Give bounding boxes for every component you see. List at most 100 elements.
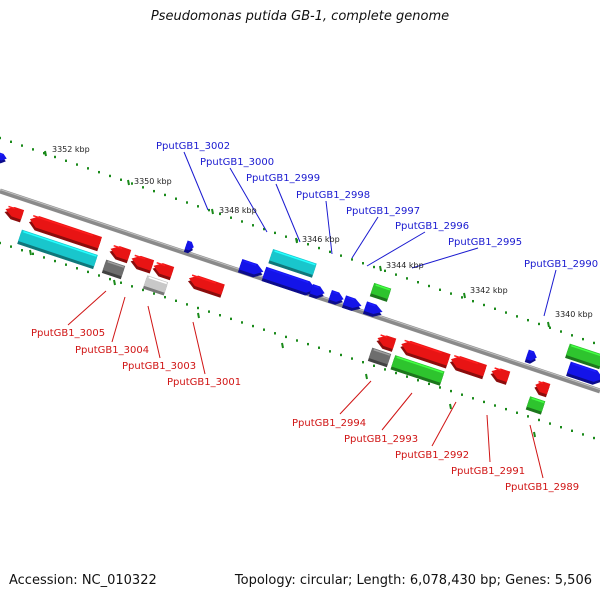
gene-highlight xyxy=(571,344,600,357)
ruler-dot xyxy=(142,186,144,189)
ruler-dot xyxy=(65,263,67,266)
ruler-dot xyxy=(120,178,122,181)
gene-label: PputGB1_2993 xyxy=(344,434,418,445)
ruler-dot xyxy=(43,151,45,155)
ruler-major-tick xyxy=(197,312,200,319)
ruler-dot xyxy=(10,245,12,248)
ruler-dot xyxy=(54,259,56,263)
ruler-dot xyxy=(362,360,364,364)
gene-body xyxy=(29,216,102,249)
gene-label: PputGB1_3000 xyxy=(200,157,274,168)
leader-line xyxy=(192,321,206,375)
ruler-major-tick xyxy=(29,249,32,256)
gene-body xyxy=(450,356,487,377)
scale-label: 3348 kbp xyxy=(219,206,257,215)
ruler-dot xyxy=(54,155,56,159)
ruler-dot xyxy=(186,201,188,204)
ruler-dot xyxy=(131,285,133,288)
ruler-dot xyxy=(263,227,265,231)
ruler-dot xyxy=(329,350,331,353)
gene-highlight xyxy=(134,254,146,260)
gene-highlight xyxy=(274,250,316,266)
ruler-dot xyxy=(549,326,551,329)
leader-line xyxy=(229,167,268,233)
gene-highlight xyxy=(347,296,355,301)
gene-feature xyxy=(0,152,7,164)
ruler-dot xyxy=(505,407,507,411)
ruler-dot xyxy=(373,364,375,367)
leader-line xyxy=(366,231,426,267)
ruler-dot xyxy=(21,249,23,252)
gene-body xyxy=(566,343,600,367)
gene-feature xyxy=(400,339,451,369)
scale-label: 3350 kbp xyxy=(134,177,172,186)
ruler-dot xyxy=(318,346,320,349)
ruler-dot xyxy=(263,328,265,331)
ruler-dot xyxy=(373,265,375,269)
gene-feature xyxy=(142,275,169,296)
ruler-dot xyxy=(406,375,408,378)
ruler-dot xyxy=(186,303,188,306)
gene-body xyxy=(0,152,7,161)
ruler-dot xyxy=(98,274,100,277)
scale-label: 3340 kbp xyxy=(555,310,593,319)
gene-feature xyxy=(376,334,397,352)
ruler-dot xyxy=(307,243,309,246)
scale-label: 3346 kbp xyxy=(302,235,340,244)
gene-body xyxy=(153,263,175,278)
ruler-dot xyxy=(527,318,529,322)
gene-body xyxy=(363,301,383,315)
ruler-dot xyxy=(428,382,430,386)
scale-label: 3342 kbp xyxy=(470,286,508,295)
gene-feature xyxy=(367,347,392,368)
gene-label: PputGB1_2997 xyxy=(346,206,420,217)
ruler-dot xyxy=(153,292,155,295)
gene-highlight xyxy=(314,285,320,289)
gene-feature xyxy=(101,259,126,280)
ruler-dot xyxy=(230,216,232,219)
gene-body xyxy=(328,290,344,302)
gene-body xyxy=(526,396,546,412)
ruler-dot xyxy=(417,379,419,382)
ruler-dot xyxy=(318,246,320,250)
ruler-dot xyxy=(472,299,474,303)
gene-body xyxy=(368,347,392,365)
gene-body xyxy=(377,335,397,350)
ruler-dot xyxy=(516,315,518,318)
leader-line xyxy=(111,296,126,343)
gene-feature xyxy=(152,261,175,281)
ruler-dot xyxy=(10,140,12,143)
ruler-dot xyxy=(285,335,287,339)
label-leader-lines xyxy=(67,151,557,479)
gene-body xyxy=(143,275,169,293)
ruler-dot xyxy=(483,303,485,307)
ruler-dot xyxy=(582,337,584,341)
leader-line xyxy=(529,424,544,479)
ruler-dot xyxy=(494,404,496,407)
gene-label: PputGB1_2996 xyxy=(395,221,469,232)
gene-body xyxy=(391,355,445,383)
ruler-dot xyxy=(384,269,386,273)
gene-feature xyxy=(341,295,362,311)
gene-label: PputGB1_2999 xyxy=(246,173,320,184)
ruler-dot xyxy=(527,415,529,418)
gene-feature xyxy=(308,284,325,299)
gene-highlight xyxy=(572,362,597,373)
ruler-dot xyxy=(461,296,463,299)
ruler-major-tick xyxy=(547,321,550,328)
leader-line xyxy=(431,401,457,447)
ruler-dot xyxy=(142,288,144,292)
ruler-dot xyxy=(340,254,342,257)
ruler-dot xyxy=(450,389,452,393)
scale-labels: 3352 kbp 3350 kbp 3348 kbp 3346 kbp 3344… xyxy=(52,145,593,319)
gene-highlight xyxy=(267,268,309,284)
ruler-major-tick xyxy=(533,431,536,438)
gene-label: PputGB1_3002 xyxy=(156,141,230,152)
gene-feature xyxy=(362,301,383,317)
ruler-dot xyxy=(175,197,177,200)
ruler-dot xyxy=(461,393,463,396)
ruler-dot xyxy=(153,189,155,193)
gene-label: PputGB1_2989 xyxy=(505,482,579,493)
gene-feature xyxy=(566,361,600,385)
